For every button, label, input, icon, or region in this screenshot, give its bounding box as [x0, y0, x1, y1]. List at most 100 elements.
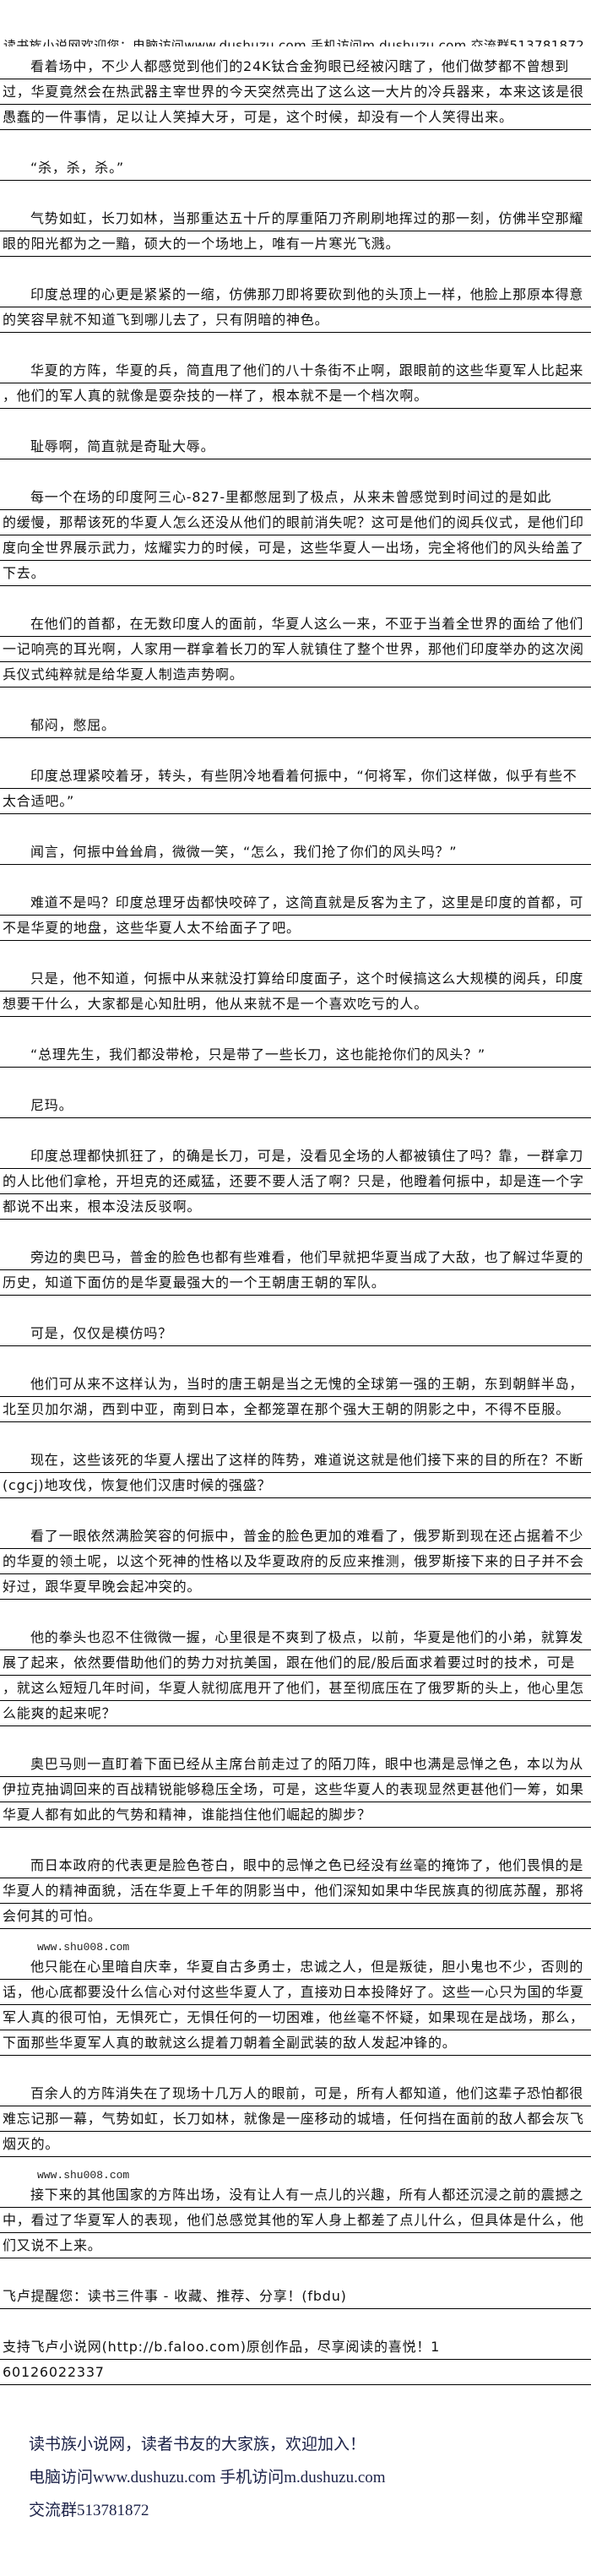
text-line: 印度总理都快抓狂了，的确是长刀，可是，没看见全场的人都被镇住了吗？靠，一群拿刀	[0, 1144, 591, 1169]
text-line: 度向全世界展示武力，炫耀实力的时候，可是，这些华夏人一出场，完全将他们的风头给盖…	[0, 535, 591, 561]
footer-group-number: 交流群513781872	[29, 2502, 149, 2519]
paragraph-gap	[0, 333, 591, 358]
text-line: 华夏人都有如此的气势和精神，谁能挡住他们崛起的脚步？	[0, 1802, 591, 1828]
site-banner-header: 读书族小说网欢迎您：电脑访问www.dushuzu.com 手机访问m.dush…	[3, 37, 586, 46]
text-line: 支持飞卢小说网(http://b.faloo.com)原创作品，尽享阅读的喜悦！…	[0, 2334, 591, 2360]
paragraph-gap	[0, 1296, 591, 1321]
text-line: 他只能在心里暗自庆幸，华夏自古多勇士，忠诚之人，但是叛徒，胆小鬼也不少，否则的	[0, 1954, 591, 1980]
text-line: 们又说不上来。	[0, 2233, 591, 2258]
text-line: 兵仪式纯粹就是给华夏人制造声势啊。	[0, 662, 591, 687]
paragraph-gap	[0, 1220, 591, 1245]
text-line: 华夏人的精神面貌，活在华夏上千年的阴影当中，他们深知如果中华民族真的彻底苏醒，那…	[0, 1878, 591, 1904]
paragraph: 旁边的奥巴马，普金的脸色也都有些难看，他们早就把华夏当成了大敌，也了解过华夏的历…	[0, 1245, 591, 1296]
paragraph-gap	[0, 687, 591, 713]
paragraph: 他只能在心里暗自庆幸，华夏自古多勇士，忠诚之人，但是叛徒，胆小鬼也不少，否则的话…	[0, 1954, 591, 2056]
paragraph-gap	[0, 1498, 591, 1524]
text-line: 百余人的方阵消失在了现场十几万人的眼前，可是，所有人都知道，他们这辈子恐怕都很	[0, 2081, 591, 2106]
text-line: 他的拳头也忍不住微微一握，心里很是不爽到了极点，以前，华夏是他们的小弟，就算发	[0, 1625, 591, 1650]
paragraph-gap	[0, 1726, 591, 1752]
text-line: 每一个在场的印度阿三心-827-里都憋屈到了极点，从来未曾感觉到时间过的是如此	[0, 485, 591, 510]
watermark-text: www.shu008.com	[37, 1941, 130, 1954]
text-line: 一记响亮的耳光啊，人家用一群拿着长刀的军人就镇住了整个世界，那他们印度举办的这次…	[0, 637, 591, 662]
paragraph: “杀，杀，杀。”	[0, 155, 591, 181]
paragraph-gap	[0, 130, 591, 155]
paragraph: 郁闷，憋屈。	[0, 713, 591, 738]
paragraph-gap	[0, 257, 591, 282]
paragraph: 支持飞卢小说网(http://b.faloo.com)原创作品，尽享阅读的喜悦！…	[0, 2334, 591, 2385]
text-line: “杀，杀，杀。”	[0, 155, 591, 181]
text-line: 展了起来，依然要借助他们的势力对抗美国，跟在他们的屁/股后面求着要过时的技术，可…	[0, 1650, 591, 1676]
paragraph-gap	[0, 2385, 591, 2410]
text-line: 眼的阳光都为之一黯，硕大的一个场地上，唯有一片寒光飞溅。	[0, 231, 591, 257]
text-line: 而日本政府的代表更是脸色苍白，眼中的忌惮之色已经没有丝毫的掩饰了，他们畏惧的是	[0, 1853, 591, 1878]
text-line: 伊拉克抽调回来的百战精锐能够稳压全场，可是，这些华夏人的表现显然更甚他们一筹，如…	[0, 1777, 591, 1802]
text-line: 旁边的奥巴马，普金的脸色也都有些难看，他们早就把华夏当成了大敌，也了解过华夏的	[0, 1245, 591, 1270]
text-line: 的华夏的领土呢，以这个死神的性格以及华夏政府的反应来推测，俄罗斯接下来的日子并不…	[0, 1549, 591, 1574]
paragraph-gap	[0, 1346, 591, 1372]
paragraph-gap	[0, 2309, 591, 2334]
text-line: 太合适吧。”	[0, 789, 591, 814]
text-line: 么能爽的起来呢？	[0, 1701, 591, 1726]
text-line: 他们可从来不这样认为，当时的唐王朝是当之无愧的全球第一强的王朝，东到朝鲜半岛，	[0, 1372, 591, 1397]
paragraph-gap	[0, 1422, 591, 1448]
paragraph: 接下来的其他国家的方阵出场，没有让人有一点儿的兴趣，所有人都还沉浸之前的震撼之中…	[0, 2182, 591, 2258]
text-line: 在他们的首都，在无数印度人的面前，华夏人这么一来，不亚于当着全世界的面给了他们	[0, 611, 591, 637]
paragraph: 现在，这些该死的华夏人摆出了这样的阵势，难道说这就是他们接下来的目的所在？不断(…	[0, 1448, 591, 1498]
text-line: 北至贝加尔湖，西到中亚，南到日本，全都笼罩在那个强大王朝的阴影之中，不得不臣服。	[0, 1397, 591, 1422]
paragraph: 气势如虹，长刀如林，当那重达五十斤的厚重陌刀齐刷刷地挥过的那一刻，仿佛半空那耀眼…	[0, 206, 591, 257]
footer-slogan: 读书族小说网，读者书友的大家族，欢迎加入！	[29, 2436, 366, 2454]
paragraph: 在他们的首都，在无数印度人的面前，华夏人这么一来，不亚于当着全世界的面给了他们一…	[0, 611, 591, 687]
text-line: 可是，仅仅是模仿吗？	[0, 1321, 591, 1346]
paragraph-gap	[0, 941, 591, 966]
paragraph: 印度总理都快抓狂了，的确是长刀，可是，没看见全场的人都被镇住了吗？靠，一群拿刀的…	[0, 1144, 591, 1220]
paragraph: 百余人的方阵消失在了现场十几万人的眼前，可是，所有人都知道，他们这辈子恐怕都很难…	[0, 2081, 591, 2157]
text-line: 下去。	[0, 561, 591, 586]
text-line: 想要干什么，大家都是心知肚明，他从来就不是一个喜欢吃亏的人。	[0, 992, 591, 1017]
paragraph-gap	[0, 1118, 591, 1144]
text-line: 中，看过了华夏军人的表现，他们总感觉其他的军人身上都差了点儿什么，但具体是什么，…	[0, 2208, 591, 2233]
paragraph: 而日本政府的代表更是脸色苍白，眼中的忌惮之色已经没有丝毫的掩饰了，他们畏惧的是华…	[0, 1853, 591, 1929]
text-line: 印度总理紧咬着牙，转头，有些阴冷地看着何振中，“何将军，你们这样做，似乎有些不	[0, 764, 591, 789]
paragraph-gap	[0, 1600, 591, 1625]
watermark-line: www.shu008.com	[0, 2157, 591, 2182]
paragraph-gap	[0, 409, 591, 434]
paragraph-gap	[0, 1828, 591, 1853]
paragraph: 难道不是吗？印度总理牙齿都快咬碎了，这简直就是反客为主了，这里是印度的首都，可不…	[0, 890, 591, 941]
paragraph: 他的拳头也忍不住微微一握，心里很是不爽到了极点，以前，华夏是他们的小弟，就算发展…	[0, 1625, 591, 1726]
paragraph: 看着场中，不少人都感觉到他们的24K钛合金狗眼已经被闪瞎了，他们做梦都不曾想到过…	[0, 54, 591, 130]
text-line: 飞卢提醒您：读书三件事 - 收藏、推荐、分享！(fbdu)	[0, 2284, 591, 2309]
text-line: 看了一眼依然满脸笑容的何振中，普金的脸色更加的难看了，俄罗斯到现在还占据着不少	[0, 1524, 591, 1549]
text-line: 话，他心底都要没什么信心对付这些华夏人了，直接劝日本投降好了。这些一心只为国的华…	[0, 1980, 591, 2005]
paragraph: 华夏的方阵，华夏的兵，简直甩了他们的八十条街不止啊，跟眼前的这些华夏军人比起来，…	[0, 358, 591, 409]
text-line: (cgcj)地攻伐，恢复他们汉唐时候的强盛？	[0, 1473, 591, 1498]
text-line: 烟灭的。	[0, 2132, 591, 2157]
paragraph: 尼玛。	[0, 1093, 591, 1118]
footer-access-links: 电脑访问www.dushuzu.com 手机访问m.dushuzu.com	[29, 2469, 386, 2486]
text-line: 耻辱啊，简直就是奇耻大辱。	[0, 434, 591, 459]
paragraph: 奥巴马则一直盯着下面已经从主席台前走过了的陌刀阵，眼中也满是忌惮之色，本以为从伊…	[0, 1752, 591, 1828]
text-line: 会何其的可怕。	[0, 1904, 591, 1929]
text-line: 尼玛。	[0, 1093, 591, 1118]
paragraph-gap	[0, 865, 591, 890]
paragraph-gap	[0, 2056, 591, 2081]
paragraph: 他们可从来不这样认为，当时的唐王朝是当之无愧的全球第一强的王朝，东到朝鲜半岛，北…	[0, 1372, 591, 1422]
text-line: 历史，知道下面仿的是华夏最强大的一个王朝唐王朝的军队。	[0, 1270, 591, 1296]
text-line: 奥巴马则一直盯着下面已经从主席台前走过了的陌刀阵，眼中也满是忌惮之色，本以为从	[0, 1752, 591, 1777]
text-line: ，就这么短短几年时间，华夏人就彻底甩开了他们，甚至彻底压在了俄罗斯的头上，他心里…	[0, 1676, 591, 1701]
text-line: 军人真的很可怕，无惧死亡，无惧任何的一切困难，他丝毫不怀疑，如果现在是战场，那么…	[0, 2005, 591, 2030]
text-line: 接下来的其他国家的方阵出场，没有让人有一点儿的兴趣，所有人都还沉浸之前的震撼之	[0, 2182, 591, 2208]
paragraph-gap	[0, 814, 591, 840]
paragraph: 飞卢提醒您：读书三件事 - 收藏、推荐、分享！(fbdu)	[0, 2284, 591, 2309]
paragraph: 只是，他不知道，何振中从来就没打算给印度面子，这个时候搞这么大规模的阅兵，印度想…	[0, 966, 591, 1017]
paragraph-gap	[0, 1017, 591, 1042]
text-line: 好过，跟华夏早晚会起冲突的。	[0, 1574, 591, 1600]
text-line: 60126022337	[0, 2360, 591, 2385]
text-line: 下面那些华夏军人真的敢就这么提着刀朝着全副武装的敌人发起冲锋的。	[0, 2030, 591, 2056]
text-line: 的笑容早就不知道飞到哪儿去了，只有阴暗的神色。	[0, 307, 591, 333]
text-line: 印度总理的心更是紧紧的一缩，仿佛那刀即将要砍到他的头顶上一样，他脸上那原本得意	[0, 282, 591, 307]
text-line: 郁闷，憋屈。	[0, 713, 591, 738]
text-line: 难忘记那一幕，气势如虹，长刀如林，就像是一座移动的城墙，任何挡在面前的敌人都会灰…	[0, 2106, 591, 2132]
text-line: 愚蠢的一件事情，足以让人笑掉大牙，可是，这个时候，却没有一个人笑得出来。	[0, 105, 591, 130]
paragraph: 印度总理的心更是紧紧的一缩，仿佛那刀即将要砍到他的头顶上一样，他脸上那原本得意的…	[0, 282, 591, 333]
paragraph: 看了一眼依然满脸笑容的何振中，普金的脸色更加的难看了，俄罗斯到现在还占据着不少的…	[0, 1524, 591, 1600]
